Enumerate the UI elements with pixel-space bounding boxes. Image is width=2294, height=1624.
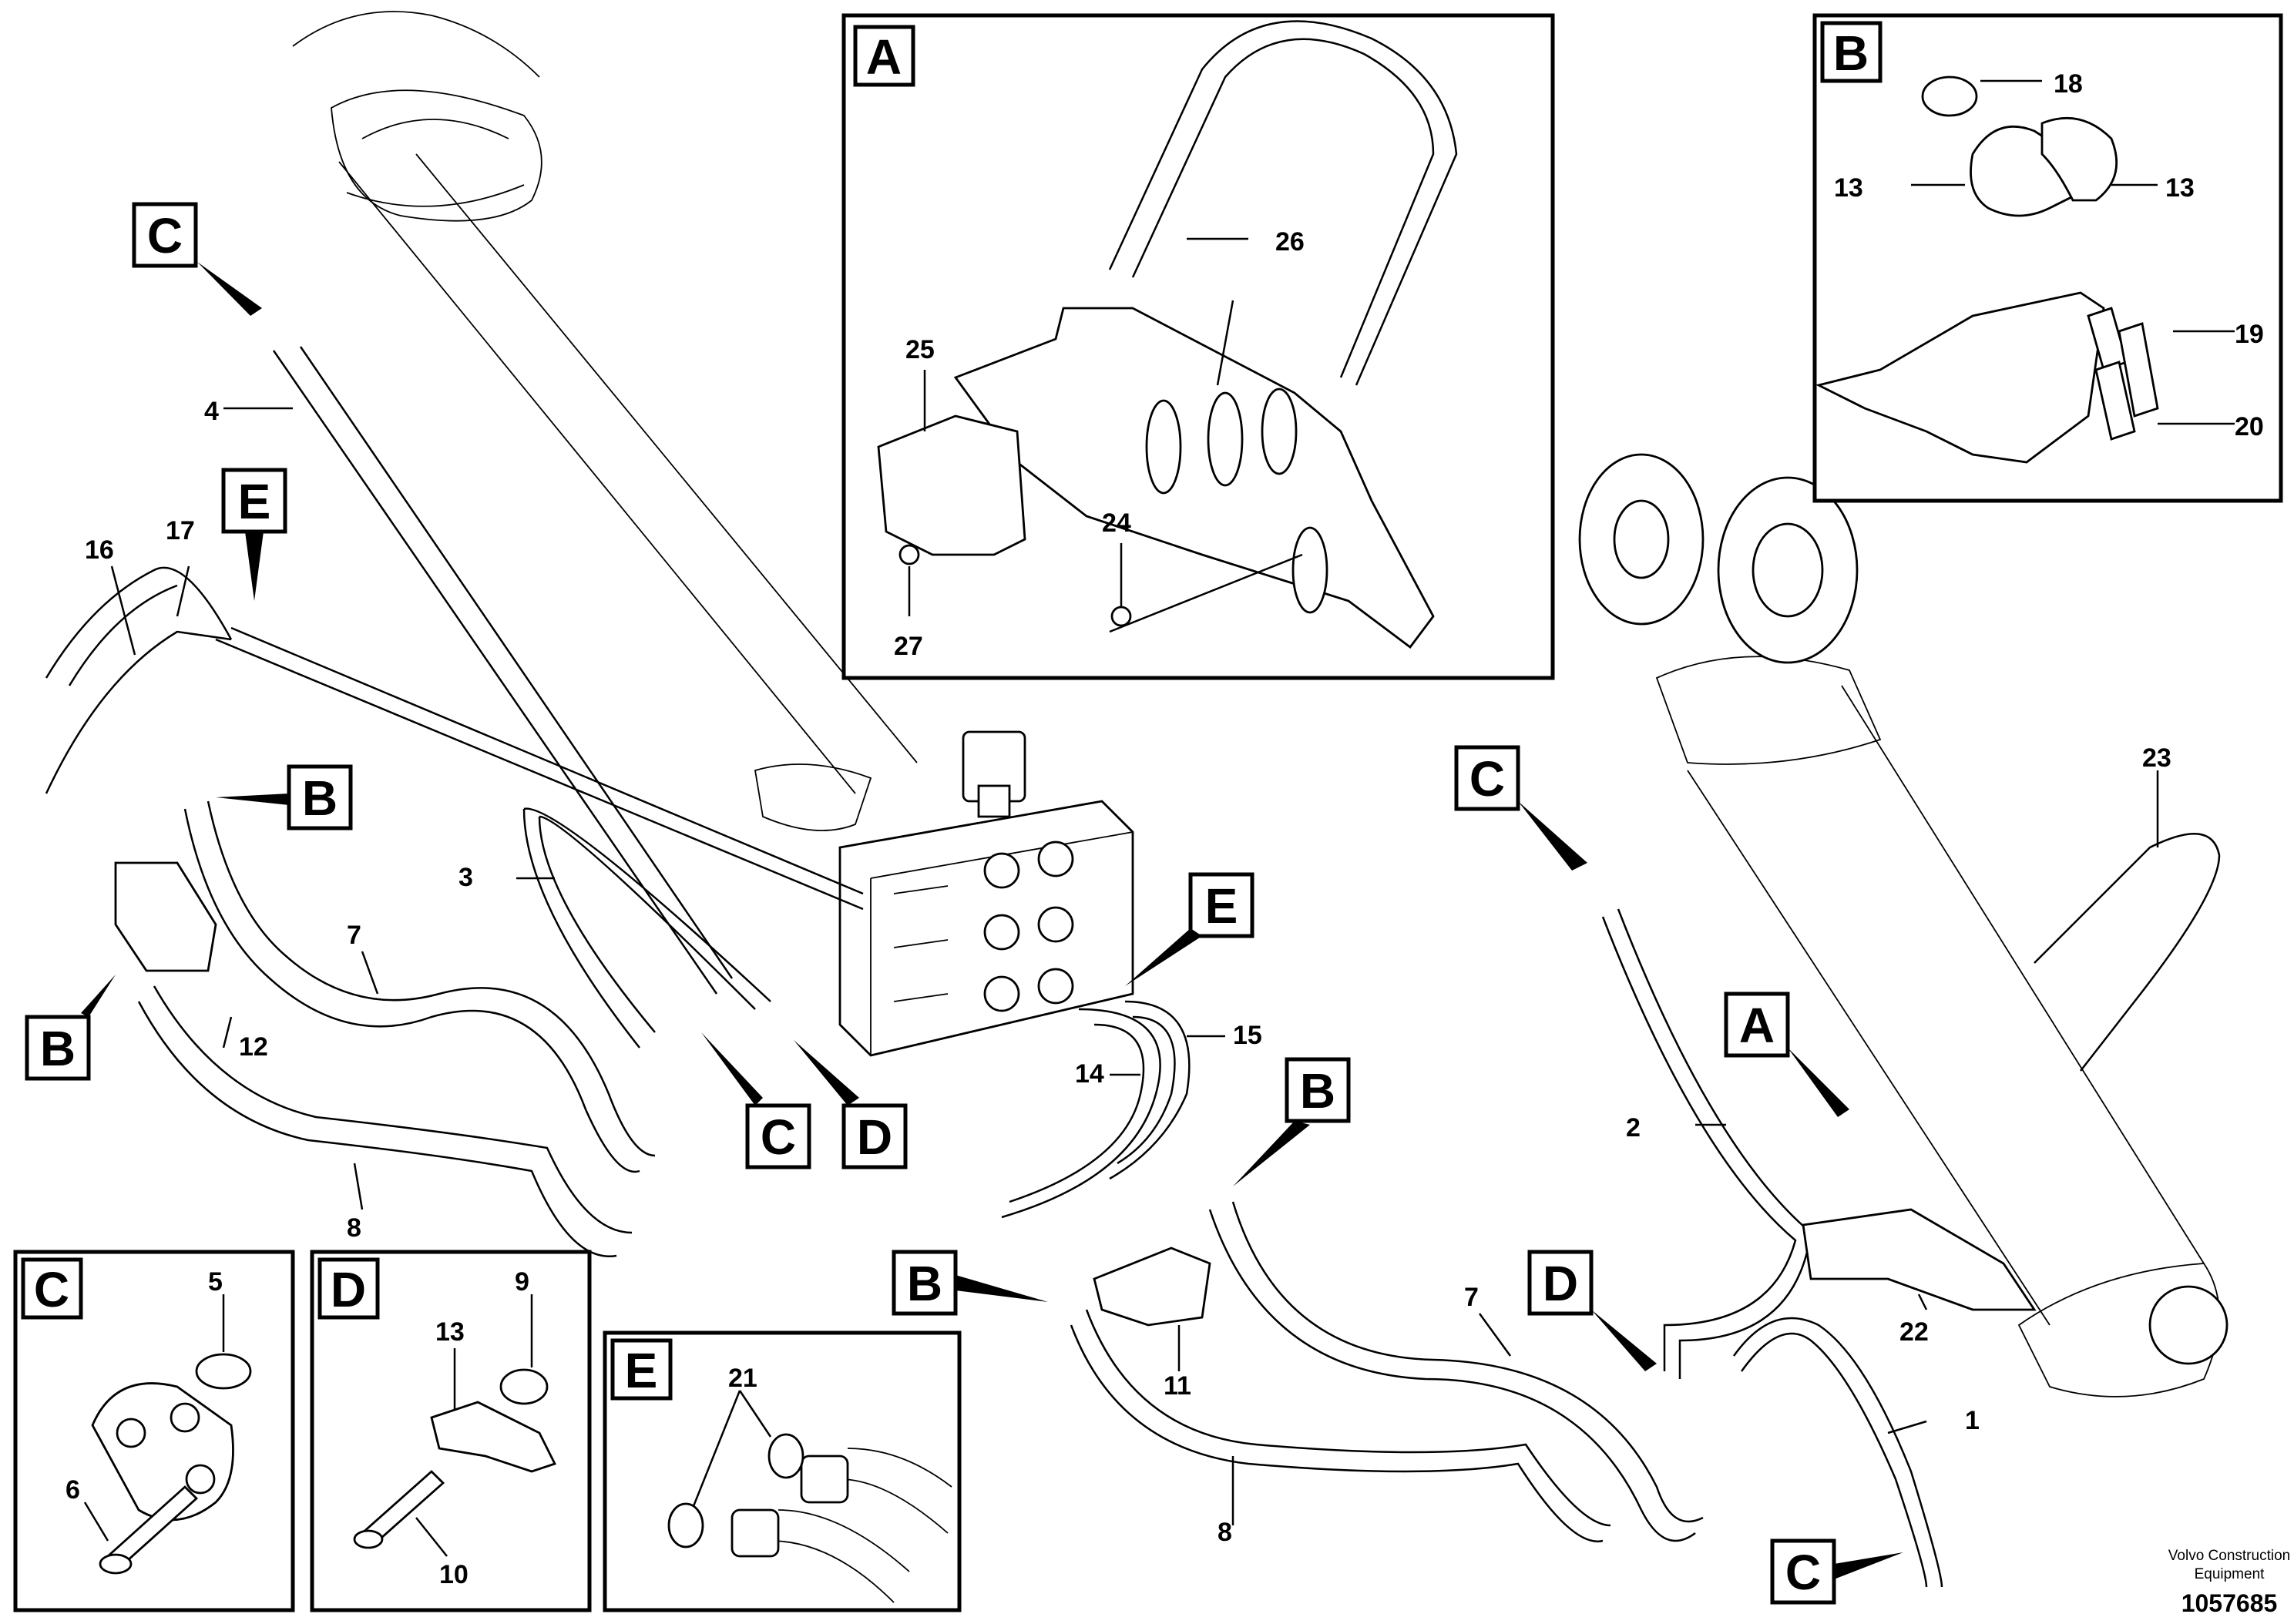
svg-text:B: B xyxy=(302,770,338,826)
control-valve-block xyxy=(838,730,1134,1057)
callout-b-center-right: B xyxy=(1233,1057,1351,1186)
left-hydraulic-cylinder xyxy=(292,11,918,831)
callout-a-right: A xyxy=(1724,992,1849,1117)
brand-line-1: Volvo Construction xyxy=(2168,1548,2290,1564)
svg-text:E: E xyxy=(1205,878,1238,934)
part-5: 5 xyxy=(208,1267,223,1297)
callout-b-center-low: B xyxy=(892,1250,1048,1316)
part-15: 15 xyxy=(1233,1021,1262,1050)
svg-text:E: E xyxy=(625,1343,658,1398)
part-13-b-right: 13 xyxy=(2165,173,2195,203)
part-18: 18 xyxy=(2054,69,2083,99)
callout-b-mid-left: B xyxy=(216,764,353,830)
callout-c-top-left: C xyxy=(132,202,262,316)
inset-a: A 26 25 24 27 xyxy=(841,13,1555,680)
inset-e: E 21 xyxy=(603,1330,962,1612)
inset-d: D 9 13 10 xyxy=(310,1250,592,1612)
svg-text:C: C xyxy=(1469,751,1505,807)
callout-d-mid: D xyxy=(794,1040,908,1169)
part-23: 23 xyxy=(2142,743,2171,773)
part-1: 1 xyxy=(1965,1406,1980,1435)
part-21: 21 xyxy=(728,1364,757,1393)
callout-e-top-left: E xyxy=(221,468,287,601)
part-19: 19 xyxy=(2235,320,2264,349)
right-hydraulic-cylinder xyxy=(1578,453,2229,1398)
part-6: 6 xyxy=(65,1475,80,1505)
drawing-footer: Volvo Construction Equipment 1057685 xyxy=(2168,1548,2290,1617)
callout-c-right-top: C xyxy=(1454,745,1587,871)
part-8-right: 8 xyxy=(1218,1518,1232,1547)
svg-text:B: B xyxy=(1833,25,1869,81)
part-11: 11 xyxy=(1164,1371,1191,1401)
part-13-b-left: 13 xyxy=(1834,173,1863,203)
part-number-labels: 1 2 3 4 7 7 8 8 11 12 14 15 16 17 22 23 xyxy=(85,397,2171,1547)
drawing-number: 1057685 xyxy=(2181,1589,2278,1617)
part-16: 16 xyxy=(85,535,114,565)
part-2: 2 xyxy=(1626,1113,1641,1143)
svg-text:A: A xyxy=(866,29,902,85)
svg-text:C: C xyxy=(761,1109,796,1165)
part-4: 4 xyxy=(204,397,219,426)
hose-lines xyxy=(45,346,2221,1588)
inset-b: B 18 13 13 19 20 xyxy=(1812,13,2283,503)
part-27: 27 xyxy=(894,632,923,661)
svg-text:D: D xyxy=(857,1109,892,1165)
svg-text:B: B xyxy=(1300,1063,1335,1119)
part-17: 17 xyxy=(166,516,195,545)
part-3: 3 xyxy=(458,863,473,892)
part-13-d: 13 xyxy=(435,1317,465,1347)
callout-c-right-bottom: C xyxy=(1770,1538,1903,1605)
part-8-left: 8 xyxy=(347,1213,361,1243)
part-12: 12 xyxy=(239,1032,268,1062)
part-24: 24 xyxy=(1102,508,1131,538)
svg-text:C: C xyxy=(34,1262,69,1317)
part-20: 20 xyxy=(2235,412,2264,441)
svg-text:B: B xyxy=(907,1256,942,1311)
part-9: 9 xyxy=(515,1267,529,1297)
brand-line-2: Equipment xyxy=(2195,1566,2265,1582)
svg-text:B: B xyxy=(40,1021,76,1076)
inset-c: C 5 6 xyxy=(13,1250,295,1612)
part-7-right: 7 xyxy=(1464,1283,1479,1312)
callout-d-right: D xyxy=(1527,1250,1657,1371)
part-25: 25 xyxy=(905,335,935,364)
svg-text:E: E xyxy=(238,474,271,529)
svg-text:D: D xyxy=(331,1262,366,1317)
part-7-left: 7 xyxy=(347,921,361,950)
part-26: 26 xyxy=(1275,227,1305,257)
callout-c-mid: C xyxy=(701,1032,811,1169)
part-14: 14 xyxy=(1075,1059,1104,1089)
part-10: 10 xyxy=(439,1560,469,1589)
svg-text:D: D xyxy=(1543,1256,1578,1311)
leader-lines xyxy=(110,407,2159,1525)
svg-text:C: C xyxy=(147,208,183,263)
callout-b-low-left: B xyxy=(25,975,116,1081)
part-22: 22 xyxy=(1899,1317,1929,1347)
svg-text:A: A xyxy=(1739,998,1775,1053)
svg-text:C: C xyxy=(1785,1545,1821,1600)
callout-e-center: E xyxy=(1125,872,1254,986)
